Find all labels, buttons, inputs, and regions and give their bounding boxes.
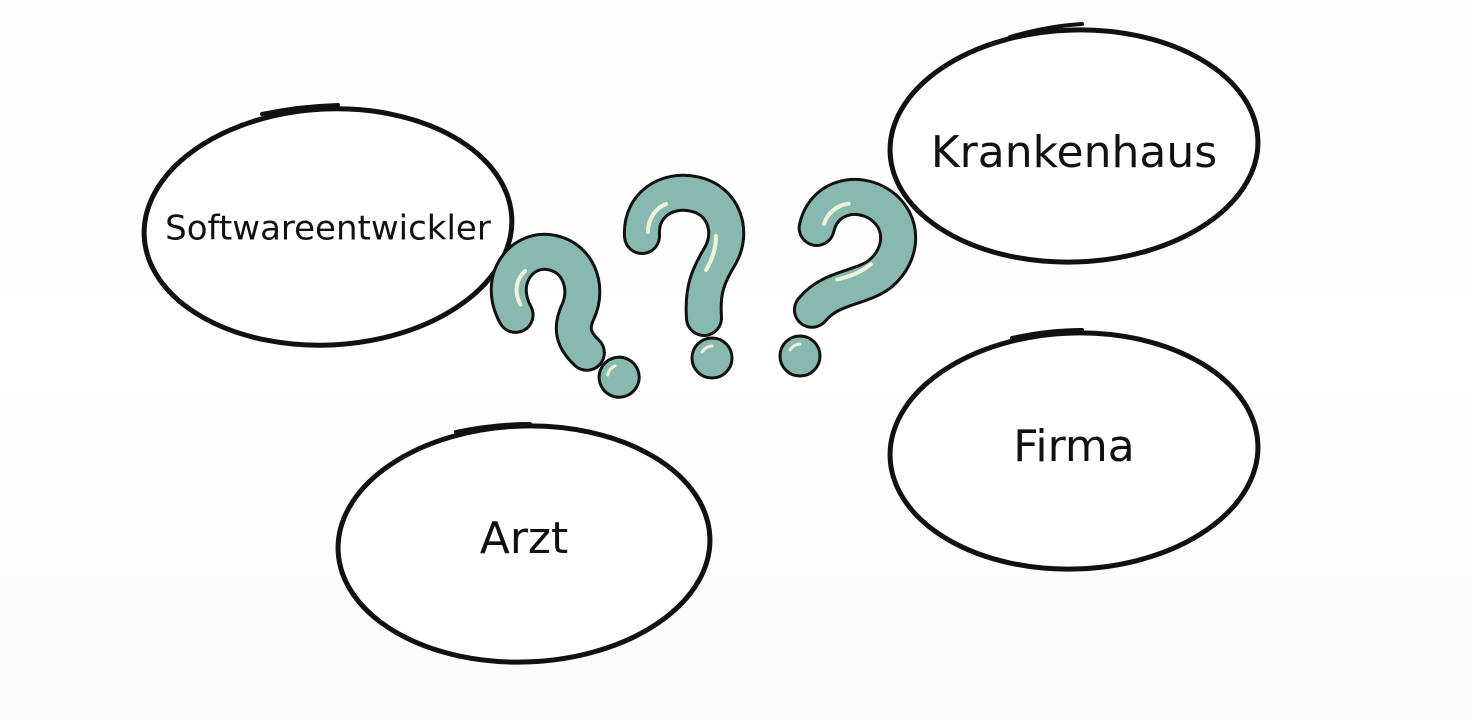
question-mark-3-highlight bbox=[822, 201, 851, 226]
question-mark-3-dot bbox=[778, 334, 822, 378]
bubble-firma-label: Firma bbox=[1013, 421, 1134, 472]
question-mark-2-fill bbox=[626, 176, 743, 334]
bubble-firma-stroke-flick bbox=[1010, 328, 1084, 340]
question-mark-icon bbox=[792, 178, 918, 329]
bubble-softwareentwickler-label: Softwareentwickler bbox=[165, 209, 491, 249]
bubble-krankenhaus: Krankenhaus bbox=[887, 22, 1261, 265]
question-mark-icon bbox=[623, 173, 746, 380]
question-mark-icon bbox=[489, 232, 641, 399]
bubble-krankenhaus-outline bbox=[887, 27, 1261, 265]
bubble-firma-outline bbox=[887, 330, 1261, 572]
bubble-softwareentwickler-stroke-flick bbox=[260, 103, 340, 116]
bubble-arzt-stroke-flick bbox=[454, 422, 532, 434]
bubble-softwareentwickler: Softwareentwickler bbox=[141, 103, 515, 348]
bubble-softwareentwickler-outline bbox=[141, 106, 515, 348]
question-mark-2-highlight bbox=[646, 202, 668, 234]
bubble-firma: Firma bbox=[887, 328, 1261, 572]
question-mark-2-highlight-lower bbox=[704, 234, 718, 272]
question-mark-1-dot-highlight bbox=[606, 364, 617, 377]
question-mark-3-fill bbox=[795, 181, 915, 326]
question-mark-2-dot-highlight bbox=[700, 344, 714, 354]
question-mark-2-dot bbox=[690, 336, 734, 380]
bubble-arzt-label: Arzt bbox=[480, 513, 569, 564]
bubble-krankenhaus-label: Krankenhaus bbox=[931, 127, 1217, 178]
question-mark-1-highlight bbox=[514, 268, 528, 307]
question-mark-3-highlight-lower bbox=[835, 262, 873, 282]
question-mark-1-dot bbox=[597, 355, 641, 399]
question-mark-3-dot-highlight bbox=[788, 342, 802, 352]
question-mark-1-fill bbox=[492, 235, 603, 369]
bubble-krankenhaus-stroke-flick bbox=[1008, 22, 1084, 39]
bubble-arzt: Arzt bbox=[335, 422, 713, 665]
